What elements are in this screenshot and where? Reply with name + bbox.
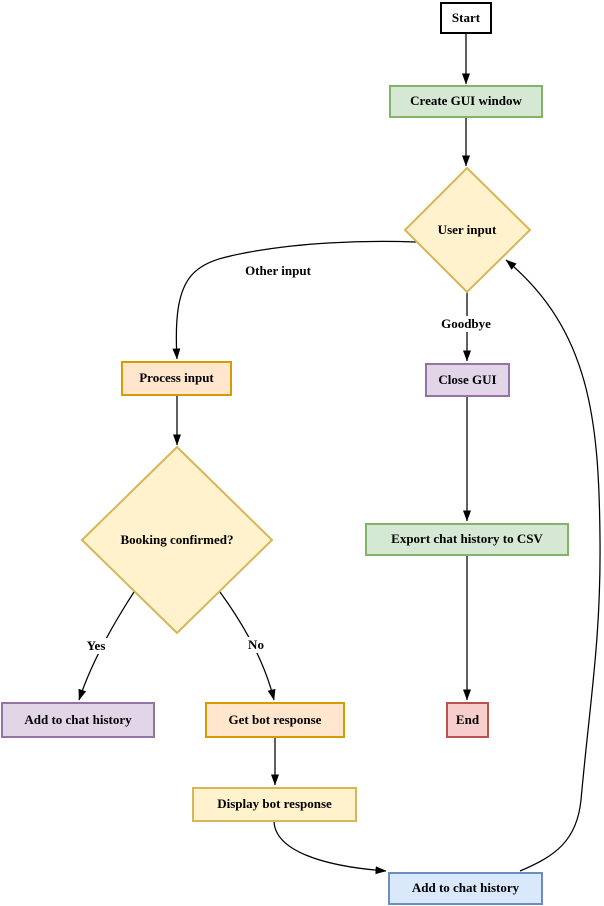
edge-user-input-to-process-input: [172, 240, 417, 360]
node-get-bot-response: Get bot response: [205, 702, 345, 738]
edge-display-bot-to-add-history: [273, 821, 387, 875]
node-user-input-diamond: [403, 166, 532, 294]
node-booking-confirmed-diamond: [80, 445, 274, 635]
node-add-to-chat-history-confirmed: Add to chat history: [1, 702, 155, 738]
node-close-gui: Close GUI: [425, 363, 510, 397]
node-create-gui-window: Create GUI window: [389, 85, 543, 118]
edge-label-yes: Yes: [83, 638, 109, 654]
node-end: End: [446, 702, 489, 738]
node-display-bot-response: Display bot response: [192, 787, 357, 822]
edge-label-other-input: Other input: [242, 263, 314, 279]
node-start: Start: [440, 2, 492, 34]
edge-label-goodbye: Goodbye: [438, 316, 494, 332]
node-booking-confirmed-label: Booking confirmed?: [120, 532, 234, 547]
node-process-input: Process input: [121, 361, 232, 396]
edge-label-no: No: [245, 637, 267, 653]
node-export-chat-history-to-csv: Export chat history to CSV: [365, 523, 569, 556]
node-add-to-chat-history: Add to chat history: [388, 872, 543, 905]
edge-add-history-loop-to-user-input: [505, 259, 601, 872]
node-user-input-label: User input: [437, 222, 497, 237]
